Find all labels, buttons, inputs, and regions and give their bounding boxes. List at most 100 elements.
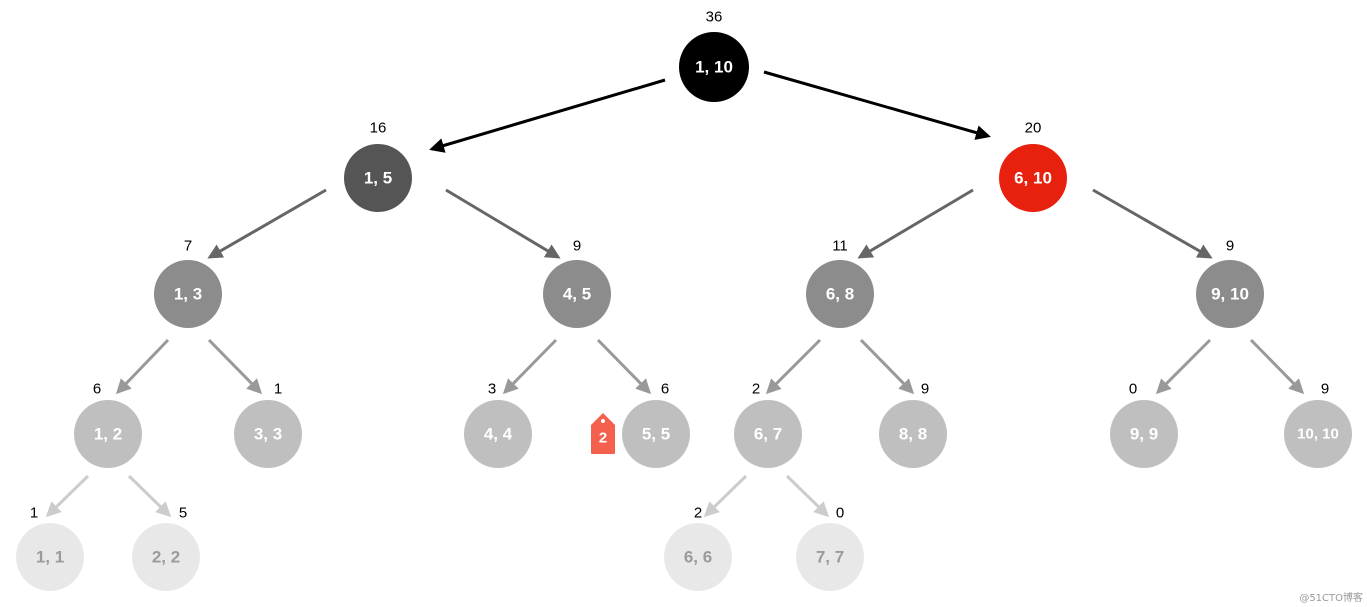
edge-arrow-root-right xyxy=(763,70,991,140)
tree-node-7-7: 0 7, 7 xyxy=(796,505,864,591)
edge-arrow xyxy=(207,188,327,259)
edge-arrow xyxy=(785,474,830,518)
node-sum-label: 11 xyxy=(832,238,848,255)
node-range-label: 9, 9 xyxy=(1130,425,1158,444)
node-sum-label: 6 xyxy=(93,381,101,398)
node-range-label: 5, 5 xyxy=(642,425,670,444)
node-range-label: 2, 2 xyxy=(152,548,180,567)
node-range-label: 4, 4 xyxy=(484,425,513,444)
node-range-label: 1, 10 xyxy=(695,58,733,77)
node-circle xyxy=(74,400,142,468)
tag-label: 2 xyxy=(599,430,607,447)
tree-node-5-5: 6 5, 5 xyxy=(622,381,690,468)
node-range-label: 1, 5 xyxy=(364,169,392,188)
edge-arrow xyxy=(1092,188,1213,259)
node-circle xyxy=(132,523,200,591)
node-sum-label: 1 xyxy=(274,381,282,398)
node-circle xyxy=(344,144,412,212)
node-range-label: 6, 8 xyxy=(826,285,854,304)
node-range-label: 1, 3 xyxy=(174,285,202,304)
node-sum-label: 0 xyxy=(836,505,844,522)
node-sum-label: 0 xyxy=(1129,381,1137,398)
node-range-label: 6, 10 xyxy=(1014,169,1052,188)
tree-node-1-3: 7 1, 3 xyxy=(154,238,222,328)
node-circle xyxy=(622,400,690,468)
node-range-label: 1, 1 xyxy=(36,548,64,567)
node-range-label: 6, 7 xyxy=(754,425,782,444)
tree-node-2-2: 5 2, 2 xyxy=(132,505,200,591)
node-circle xyxy=(234,400,302,468)
node-range-label: 7, 7 xyxy=(816,548,844,567)
tag-hole xyxy=(601,419,605,423)
edge-arrow xyxy=(1249,338,1305,395)
node-range-label: 8, 8 xyxy=(899,425,927,444)
tree-node-1-5: 16 1, 5 xyxy=(344,120,412,212)
node-circle xyxy=(1196,260,1264,328)
edge-arrow xyxy=(765,338,822,395)
edges xyxy=(45,70,1305,518)
node-range-label: 9, 10 xyxy=(1211,285,1249,304)
tag-icon: 2 xyxy=(591,413,615,454)
node-circle xyxy=(999,144,1067,212)
node-circle xyxy=(464,400,532,468)
node-circle xyxy=(734,400,802,468)
node-sum-label: 9 xyxy=(1321,381,1329,398)
node-sum-label: 2 xyxy=(752,381,760,398)
node-sum-label: 3 xyxy=(488,381,496,398)
edge-arrow xyxy=(1155,338,1212,395)
tag-shape xyxy=(591,413,615,454)
node-range-label: 10, 10 xyxy=(1297,426,1339,443)
edge-arrow-root-left xyxy=(429,78,666,153)
tree-node-4-4: 3 4, 4 xyxy=(464,381,532,468)
node-sum-label: 2 xyxy=(694,505,702,522)
tree-node-6-7: 2 6, 7 xyxy=(734,381,802,468)
node-sum-label: 9 xyxy=(921,381,929,398)
edge-arrow xyxy=(45,474,90,518)
tree-node-4-5: 9 4, 5 xyxy=(543,238,611,328)
node-circle xyxy=(796,523,864,591)
node-sum-label: 16 xyxy=(370,120,387,137)
node-circle xyxy=(543,260,611,328)
edge-arrow xyxy=(445,188,561,259)
node-range-label: 6, 6 xyxy=(684,548,712,567)
node-circle xyxy=(1110,400,1178,468)
tree-node-6-6: 2 6, 6 xyxy=(664,505,732,591)
edge-arrow xyxy=(857,188,974,259)
edge-arrow xyxy=(703,474,748,518)
node-circle xyxy=(154,260,222,328)
tree-node-8-8: 9 8, 8 xyxy=(879,381,947,468)
node-sum-label: 9 xyxy=(1226,238,1234,255)
watermark: @51CTO博客 xyxy=(1299,591,1363,604)
tree-node-6-10-highlighted: 20 6, 10 xyxy=(999,120,1067,212)
node-circle xyxy=(879,400,947,468)
edge-arrow xyxy=(596,338,652,395)
node-sum-label: 20 xyxy=(1025,120,1042,137)
node-circle xyxy=(679,32,749,102)
node-sum-label: 5 xyxy=(179,505,187,522)
edge-arrow xyxy=(502,338,558,395)
tree-node-1-1: 1 1, 1 xyxy=(16,505,84,591)
node-sum-label: 9 xyxy=(573,238,581,255)
tree-node-6-8: 11 6, 8 xyxy=(806,238,874,328)
tree-node-1-2: 6 1, 2 xyxy=(74,381,142,468)
edge-arrow xyxy=(207,338,263,395)
edge-arrow xyxy=(859,338,915,395)
node-range-label: 1, 2 xyxy=(94,425,122,444)
tree-node-9-9: 0 9, 9 xyxy=(1110,381,1178,468)
node-sum-label: 1 xyxy=(30,505,38,522)
tree-node-3-3: 1 3, 3 xyxy=(234,381,302,468)
edge-arrow xyxy=(115,338,170,395)
edge-arrow xyxy=(127,474,172,518)
node-range-label: 3, 3 xyxy=(254,425,282,444)
node-circle xyxy=(1284,400,1352,468)
node-range-label: 4, 5 xyxy=(563,285,591,304)
node-sum-label: 6 xyxy=(661,381,669,398)
node-sum-label: 7 xyxy=(184,238,192,255)
node-circle xyxy=(806,260,874,328)
tree-node-10-10: 9 10, 10 xyxy=(1284,381,1352,468)
node-sum-label: 36 xyxy=(706,9,723,26)
node-circle xyxy=(664,523,732,591)
tree-node-1-10: 36 1, 10 xyxy=(679,9,749,102)
node-circle xyxy=(16,523,84,591)
